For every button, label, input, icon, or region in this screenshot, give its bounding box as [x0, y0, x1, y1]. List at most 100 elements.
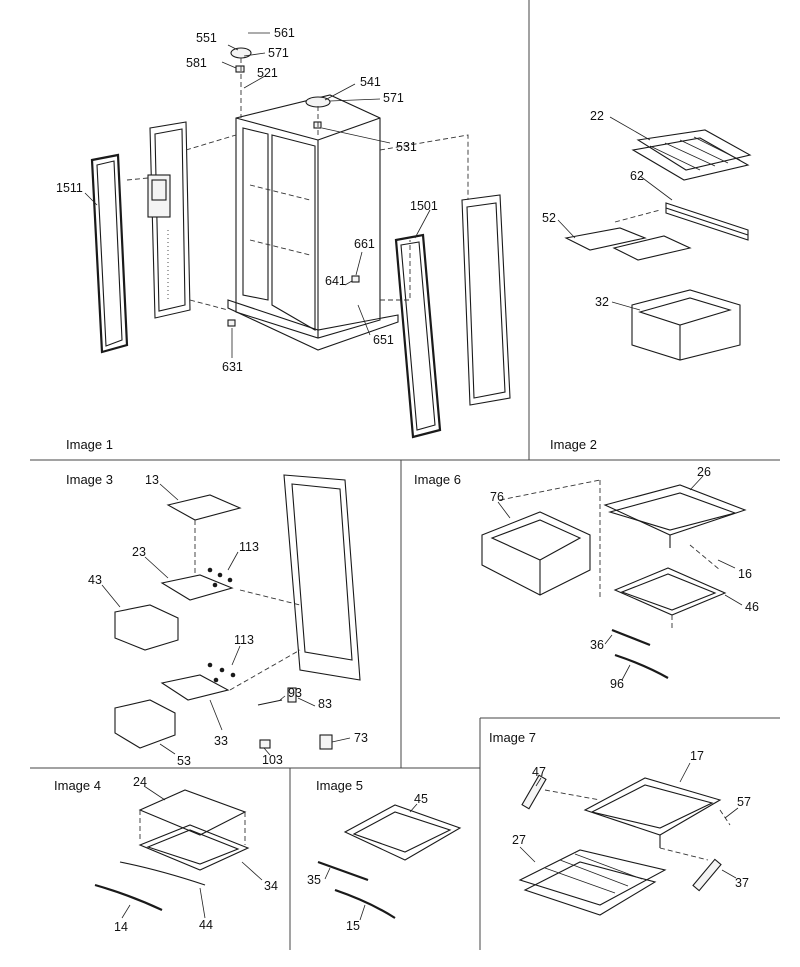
wire-basket-27 — [518, 849, 667, 916]
callout-52: 52 — [542, 211, 556, 225]
image-5-drawing: 45 35 15 — [307, 792, 462, 933]
trim-15 — [334, 888, 396, 919]
callout-13: 13 — [145, 473, 159, 487]
callout-23: 23 — [132, 545, 146, 559]
callout-37: 37 — [735, 876, 749, 890]
shelf-13 — [166, 494, 242, 521]
image-6-leaders — [497, 475, 743, 681]
image-1-leaders — [84, 32, 431, 358]
callout-27: 27 — [512, 833, 526, 847]
callout-76: 76 — [490, 490, 504, 504]
panel-dividers — [30, 0, 780, 950]
shelf-frame-34 — [138, 824, 250, 871]
callout-44: 44 — [199, 918, 213, 932]
image-3-guides — [194, 520, 301, 691]
cabinet-body — [227, 94, 399, 351]
rail-36 — [611, 628, 651, 647]
callout-53: 53 — [177, 754, 191, 768]
callout-561: 561 — [274, 26, 295, 40]
shelf-frame-46 — [613, 567, 727, 616]
image-5-leaders — [324, 803, 418, 921]
callout-541: 541 — [360, 75, 381, 89]
panel-label-image-2: Image 2 — [550, 437, 597, 452]
image-2-guide — [614, 209, 661, 223]
hardware-113 — [207, 567, 236, 683]
callout-35: 35 — [307, 873, 321, 887]
callout-73: 73 — [354, 731, 368, 745]
image-4-leaders — [121, 785, 263, 919]
callout-581: 581 — [186, 56, 207, 70]
hinge-parts — [227, 47, 360, 327]
callout-113b: 113 — [234, 633, 254, 647]
fresh-food-door — [394, 194, 511, 439]
image-3-drawing: 13 23 113 43 113 93 83 33 53 103 73 — [88, 473, 368, 768]
image-1-guides — [126, 134, 469, 311]
callout-62: 62 — [630, 169, 644, 183]
callout-521: 521 — [257, 66, 278, 80]
callout-113: 113 — [239, 540, 259, 554]
callout-83: 83 — [318, 697, 332, 711]
bin-53 — [114, 699, 176, 749]
panel-label-image-1: Image 1 — [66, 437, 113, 452]
callout-96: 96 — [610, 677, 624, 691]
callout-22: 22 — [590, 109, 604, 123]
callout-24: 24 — [133, 775, 147, 789]
image-4-drawing: 24 34 14 44 — [94, 775, 278, 934]
callout-36: 36 — [590, 638, 604, 652]
panel-label-image-4: Image 4 — [54, 778, 101, 793]
callout-571b: 571 — [383, 91, 404, 105]
callout-641: 641 — [325, 274, 346, 288]
image-3-leaders — [101, 483, 351, 756]
callout-651: 651 — [373, 333, 394, 347]
callout-15: 15 — [346, 919, 360, 933]
shelf-17 — [583, 777, 722, 848]
callout-531: 531 — [396, 140, 417, 154]
callout-33: 33 — [214, 734, 228, 748]
callout-34: 34 — [264, 879, 278, 893]
image-6-guides — [499, 479, 721, 628]
callout-26: 26 — [697, 465, 711, 479]
callout-631: 631 — [222, 360, 243, 374]
callout-46: 46 — [745, 600, 759, 614]
freezer-door — [147, 121, 191, 319]
shelf-frame-45 — [343, 804, 462, 861]
callout-45: 45 — [414, 792, 428, 806]
panel-label-image-6: Image 6 — [414, 472, 461, 487]
bracket-47 — [521, 774, 547, 810]
callout-47: 47 — [532, 765, 546, 779]
callout-571: 571 — [268, 46, 289, 60]
callout-16: 16 — [738, 567, 752, 581]
image-7-leaders — [519, 762, 739, 879]
image-2-drawing: 22 62 52 32 — [542, 109, 752, 361]
callout-43: 43 — [88, 573, 102, 587]
drawer-76 — [481, 511, 591, 596]
panel-label-image-5: Image 5 — [316, 778, 363, 793]
shelf-26 — [603, 484, 747, 548]
trim-96 — [614, 653, 669, 679]
callout-93: 93 — [288, 686, 302, 700]
image-2-leaders — [557, 116, 673, 311]
glass-shelves-52 — [564, 227, 692, 261]
image-7-drawing: 47 17 57 27 37 — [512, 749, 751, 916]
callout-1501: 1501 — [410, 199, 438, 213]
trim-14 — [94, 883, 163, 911]
panel-label-image-3: Image 3 — [66, 472, 113, 487]
rail-35 — [317, 860, 369, 882]
callout-17: 17 — [690, 749, 704, 763]
callout-551: 551 — [196, 31, 217, 45]
gasket-left — [90, 153, 129, 354]
shelf-rail-62 — [665, 202, 749, 241]
freezer-cabinet-outline — [283, 474, 361, 681]
shelf-23 — [160, 574, 234, 601]
bin-43 — [114, 604, 179, 651]
image-6-drawing: 76 26 16 46 36 96 — [481, 465, 759, 691]
shelf-glass-24 — [138, 789, 247, 845]
trim-44 — [119, 861, 206, 886]
callout-661: 661 — [354, 237, 375, 251]
callout-14: 14 — [114, 920, 128, 934]
crisper-drawer-32 — [631, 289, 741, 361]
callout-1511: 1511 — [56, 181, 83, 195]
callout-103: 103 — [262, 753, 283, 767]
callout-32: 32 — [595, 295, 609, 309]
